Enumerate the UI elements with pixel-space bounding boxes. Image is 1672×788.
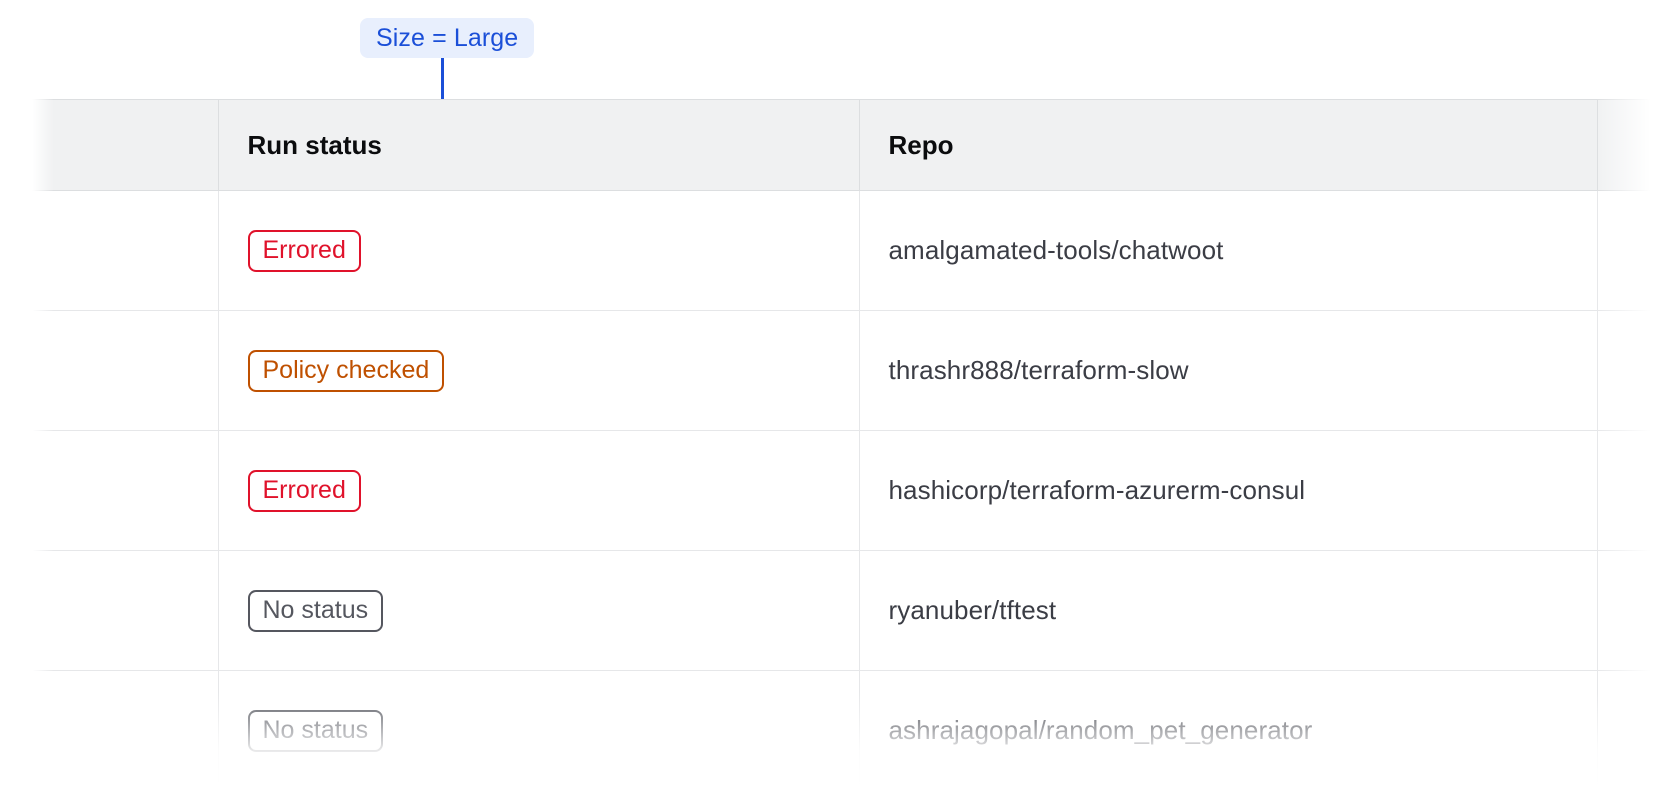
table-header-row: Run status Repo [0, 99, 1672, 191]
row-select-cell[interactable] [0, 310, 219, 431]
table-row[interactable]: Errored hashicorp/terraform-azurerm-consu… [0, 430, 1672, 551]
row-tail-cell [1597, 550, 1672, 671]
table-row[interactable]: Policy checked thrashr888/terraform-slow [0, 310, 1672, 431]
row-select-cell[interactable] [0, 550, 219, 671]
repo-cell: ryanuber/tftest [859, 550, 1598, 671]
status-badge: Policy checked [247, 349, 445, 392]
row-tail-cell [1597, 670, 1672, 788]
run-status-cell: No status [218, 550, 860, 671]
size-annotation-badge: Size = Large [360, 18, 535, 58]
repo-name[interactable]: ryanuber/tftest [888, 595, 1057, 625]
repo-name[interactable]: thrashr888/terraform-slow [888, 355, 1189, 385]
column-header-tail [1597, 99, 1672, 191]
table-row[interactable]: Errored amalgamated-tools/chatwoot [0, 190, 1672, 311]
status-badge: No status [247, 709, 384, 752]
runs-table: Run status Repo Errored amalgamated-tools… [0, 99, 1672, 788]
status-badge: Errored [247, 469, 361, 512]
runs-table-container: Run status Repo Errored amalgamated-tools… [0, 99, 1672, 788]
row-tail-cell [1597, 310, 1672, 431]
repo-name[interactable]: ashrajagopal/random_pet_generator [888, 715, 1313, 745]
column-header-run-status[interactable]: Run status [218, 99, 860, 191]
column-header-repo-label: Repo [888, 129, 954, 160]
run-status-cell: No status [218, 670, 860, 788]
repo-name[interactable]: hashicorp/terraform-azurerm-consul [888, 475, 1306, 505]
status-badge: Errored [247, 229, 361, 272]
row-select-cell[interactable] [0, 430, 219, 551]
column-header-run-status-label: Run status [247, 129, 382, 160]
column-header-select [0, 99, 219, 191]
repo-cell: ashrajagopal/random_pet_generator [859, 670, 1598, 788]
repo-cell: thrashr888/terraform-slow [859, 310, 1598, 431]
repo-cell: hashicorp/terraform-azurerm-consul [859, 430, 1598, 551]
row-select-cell[interactable] [0, 190, 219, 311]
run-status-cell: Errored [218, 430, 860, 551]
status-badge: No status [247, 589, 384, 632]
table-header: Run status Repo [0, 99, 1672, 191]
repo-cell: amalgamated-tools/chatwoot [859, 190, 1598, 311]
column-header-repo[interactable]: Repo [859, 99, 1598, 191]
row-tail-cell [1597, 190, 1672, 311]
table-row[interactable]: No status ashrajagopal/random_pet_generat… [0, 670, 1672, 788]
run-status-cell: Policy checked [218, 310, 860, 431]
table-row[interactable]: No status ryanuber/tftest [0, 550, 1672, 671]
run-status-cell: Errored [218, 190, 860, 311]
row-select-cell[interactable] [0, 670, 219, 788]
row-tail-cell [1597, 430, 1672, 551]
repo-name[interactable]: amalgamated-tools/chatwoot [888, 235, 1224, 265]
